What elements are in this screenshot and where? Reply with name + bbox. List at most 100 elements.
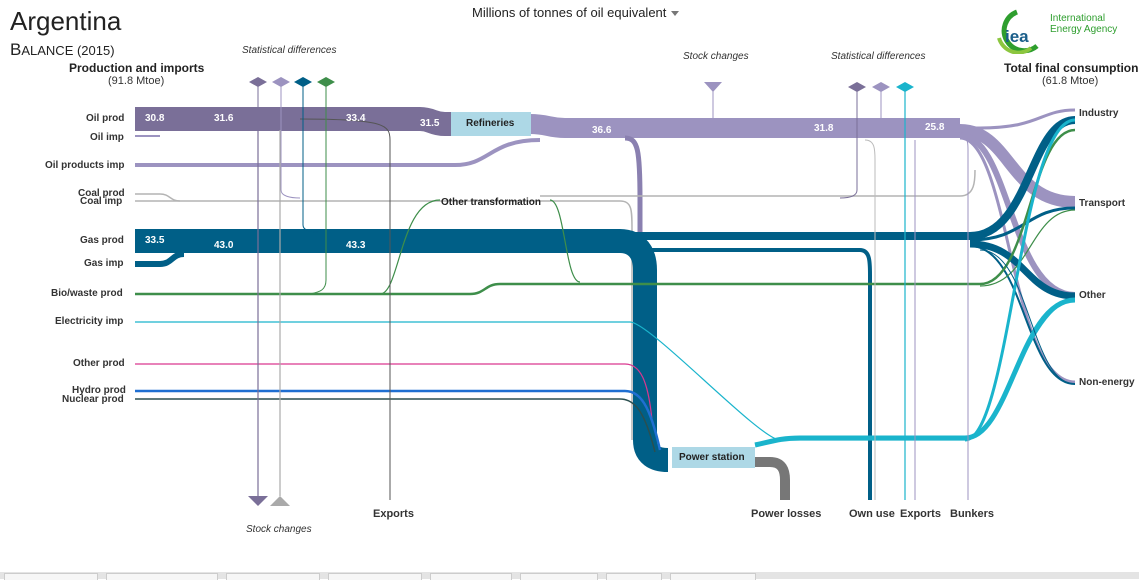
flow-other-prod[interactable] bbox=[135, 363, 653, 421]
toolbar-tab[interactable] bbox=[4, 573, 98, 580]
stat-diff-right-label: Statistical differences bbox=[831, 51, 926, 62]
flow-value: 33.5 bbox=[145, 235, 165, 246]
source-oil-imp[interactable]: Oil imp bbox=[90, 132, 124, 143]
sink-bunkers[interactable]: Bunkers bbox=[950, 508, 995, 520]
refineries-node[interactable] bbox=[451, 112, 531, 136]
source-nuclear-prod[interactable]: Nuclear prod bbox=[62, 394, 124, 405]
flow-gas-main[interactable] bbox=[620, 116, 1076, 240]
flow-electricity-imp[interactable] bbox=[135, 299, 1076, 441]
iea-logo: iea bbox=[985, 8, 1135, 55]
flow-value: 36.6 bbox=[592, 125, 612, 136]
stock-changes-bottom-label: Stock changes bbox=[246, 524, 312, 535]
flow-gas-imp[interactable] bbox=[135, 251, 185, 267]
flow-nuclear-prod[interactable] bbox=[135, 398, 656, 453]
sink-industry[interactable]: Industry bbox=[1079, 108, 1119, 119]
sink-own-use[interactable]: Own use bbox=[849, 508, 895, 520]
flow-hydro-prod[interactable] bbox=[135, 389, 662, 451]
country-title: Argentina bbox=[10, 6, 122, 36]
source-oil-products-imp[interactable]: Oil products imp bbox=[45, 160, 125, 171]
flow-power-elec-main[interactable] bbox=[754, 297, 1076, 448]
flow-coal-prod[interactable] bbox=[135, 193, 181, 202]
toolbar-tab[interactable] bbox=[226, 573, 320, 580]
source-other-prod[interactable]: Other prod bbox=[73, 358, 125, 369]
flow-stat-diff-3[interactable] bbox=[302, 85, 321, 233]
stat-diff-right-marker-2[interactable] bbox=[872, 82, 890, 92]
source-bio-waste-prod[interactable]: Bio/waste prod bbox=[51, 288, 123, 299]
flow-stat-diff-2[interactable] bbox=[280, 85, 301, 199]
source-hydro-prod[interactable]: Hydro prod bbox=[72, 385, 126, 396]
source-coal-imp[interactable]: Coal imp bbox=[80, 196, 123, 207]
toolbar-tab[interactable] bbox=[606, 573, 662, 580]
toolbar-tab[interactable] bbox=[430, 573, 512, 580]
flow-oil-prod[interactable] bbox=[135, 107, 455, 136]
unit-dropdown[interactable]: Millions of tonnes of oil equivalent bbox=[472, 5, 680, 20]
sink-power-losses[interactable]: Power losses bbox=[751, 508, 822, 520]
chevron-down-icon bbox=[671, 11, 680, 17]
logo-mark: iea bbox=[1005, 27, 1029, 46]
sink-other[interactable]: Other bbox=[1079, 290, 1106, 301]
flow-value: 43.3 bbox=[346, 240, 366, 251]
right-column-total: (61.8 Mtoe) bbox=[1042, 75, 1099, 87]
left-column-total: (91.8 Mtoe) bbox=[108, 75, 165, 87]
toolbar-tab[interactable] bbox=[520, 573, 598, 580]
stat-diff-left-label: Statistical differences bbox=[242, 45, 337, 56]
stat-diff-right-marker-3[interactable] bbox=[896, 82, 914, 92]
source-electricity-imp[interactable]: Electricity imp bbox=[55, 316, 124, 327]
flow-oil-transport[interactable] bbox=[959, 124, 1076, 208]
source-gas-imp[interactable]: Gas imp bbox=[84, 258, 124, 269]
stock-changes-bottom-marker-2[interactable] bbox=[270, 496, 290, 506]
balance-subtitle: BALANCE (2015) bbox=[10, 40, 115, 59]
source-gas-prod[interactable]: Gas prod bbox=[80, 235, 124, 246]
flow-bio-to-other-transf[interactable] bbox=[379, 199, 441, 295]
refineries-label: Refineries bbox=[466, 118, 515, 129]
right-column-title: Total final consumption bbox=[1004, 61, 1139, 75]
flow-nonenergy-blue[interactable] bbox=[979, 249, 1076, 385]
stat-diff-marker-2[interactable] bbox=[272, 77, 290, 87]
bottom-toolbar bbox=[0, 572, 1139, 580]
stat-diff-marker-3[interactable] bbox=[294, 77, 312, 87]
stock-changes-bottom-marker-1[interactable] bbox=[248, 496, 268, 506]
toolbar-tab[interactable] bbox=[328, 573, 422, 580]
stat-diff-marker-4[interactable] bbox=[317, 77, 335, 87]
flow-value: 25.8 bbox=[925, 122, 945, 133]
stat-diff-right-marker-1[interactable] bbox=[848, 82, 866, 92]
flow-gas-other[interactable] bbox=[969, 240, 1076, 300]
toolbar-tab[interactable] bbox=[106, 573, 218, 580]
stat-diff-marker-1[interactable] bbox=[249, 77, 267, 87]
source-coal-prod[interactable]: Coal prod bbox=[78, 188, 125, 199]
flow-oil-products-right[interactable] bbox=[560, 108, 1076, 130]
source-oil-prod[interactable]: Oil prod bbox=[86, 113, 125, 124]
flow-value: 31.8 bbox=[814, 123, 834, 134]
flow-coal-right[interactable] bbox=[540, 169, 976, 197]
stock-changes-top-marker[interactable] bbox=[704, 82, 722, 92]
flow-value: 43.0 bbox=[214, 240, 234, 251]
flow-bio[interactable] bbox=[135, 128, 1076, 296]
flow-bunkers[interactable] bbox=[939, 129, 969, 500]
flow-value: 31.6 bbox=[214, 113, 234, 124]
flow-stat-diff-right-1[interactable] bbox=[839, 90, 858, 199]
flow-oil-products-imp[interactable] bbox=[135, 138, 541, 167]
flow-value: 30.8 bbox=[145, 113, 165, 124]
left-column-title: Production and imports bbox=[69, 61, 205, 75]
flow-power-losses[interactable] bbox=[755, 457, 790, 500]
power-station-node[interactable] bbox=[672, 447, 755, 468]
flow-power-elec-industry[interactable] bbox=[964, 118, 1076, 442]
flow-exports-left[interactable] bbox=[299, 118, 391, 500]
flow-own-use-oil[interactable] bbox=[864, 139, 876, 500]
sink-non-energy[interactable]: Non-energy bbox=[1079, 377, 1135, 388]
flow-coal-imp[interactable] bbox=[135, 200, 633, 440]
flow-gas-nonenergy[interactable] bbox=[969, 245, 1076, 385]
flow-gas-prod[interactable] bbox=[135, 229, 669, 472]
flow-stat-diff-4[interactable] bbox=[309, 85, 327, 295]
sink-transport[interactable]: Transport bbox=[1079, 198, 1126, 209]
toolbar-tab[interactable] bbox=[670, 573, 756, 580]
sink-exports-left[interactable]: Exports bbox=[373, 508, 414, 520]
flow-bio-transport[interactable] bbox=[979, 209, 1076, 287]
flow-value: 31.5 bbox=[420, 118, 440, 129]
flow-bio-other[interactable] bbox=[549, 199, 581, 283]
other-transformation-label: Other transformation bbox=[441, 197, 542, 208]
flow-gas-own-use[interactable] bbox=[640, 248, 872, 500]
sink-exports-right[interactable]: Exports bbox=[900, 508, 941, 520]
